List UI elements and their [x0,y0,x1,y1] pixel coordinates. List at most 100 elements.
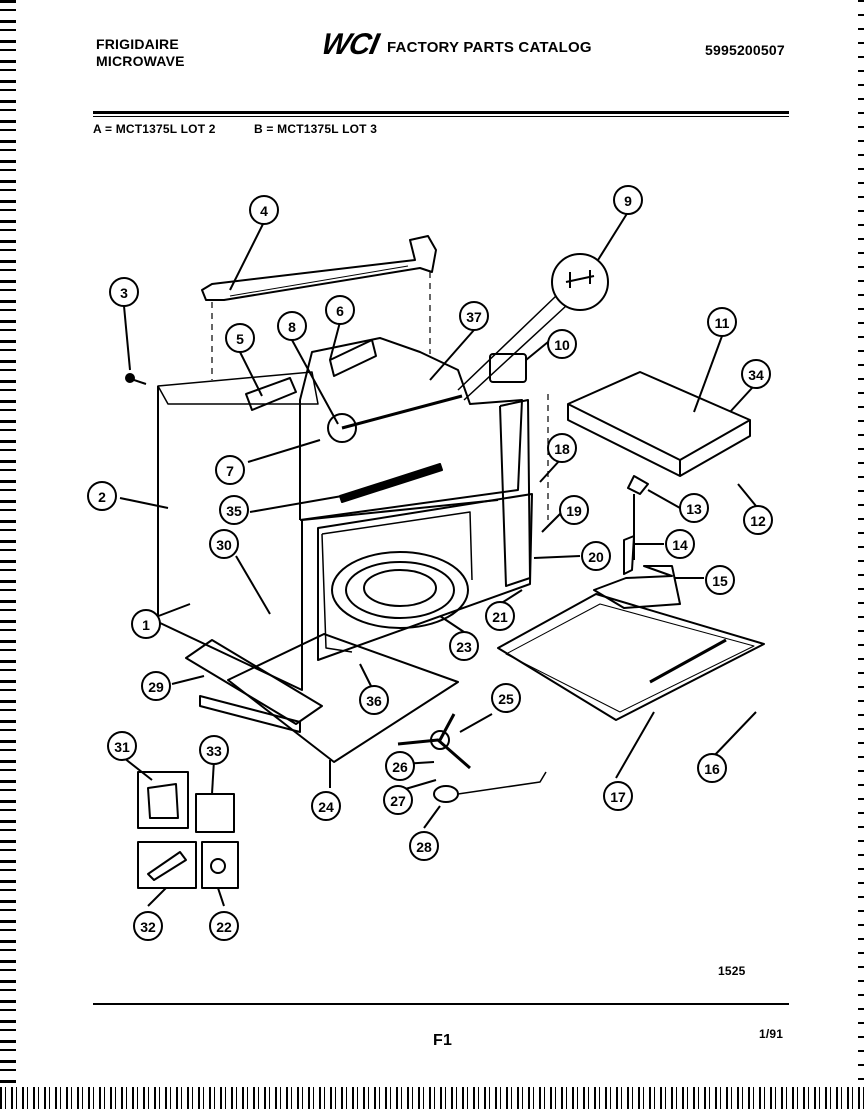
callout-circle [209,529,239,559]
callout-2: 2 [87,481,117,511]
callout-number: 19 [566,503,582,519]
callout-11: 11 [707,307,737,337]
callout-number: 1 [142,617,150,633]
callout-circle [491,683,521,713]
callout-number: 25 [498,691,514,707]
callout-19: 19 [559,495,589,525]
callout-circle [131,609,161,639]
callout-number: 24 [318,799,334,815]
callout-circle [249,195,279,225]
diagram-drawing [119,211,765,907]
callout-26: 26 [385,751,415,781]
callout-circle [697,753,727,783]
cavity-opening [317,493,533,661]
turntable-motor [433,785,459,803]
door-sensor-bar [339,463,443,503]
callout-number: 9 [624,193,632,209]
bottom-rail-part [185,639,323,725]
header-rule [93,111,789,114]
model-a-label: A = MCT1375L LOT 2 [93,122,216,136]
callout-circle [581,541,611,571]
print-date: 1/91 [759,1027,784,1041]
callout-circle [215,455,245,485]
callout-number: 31 [114,739,130,755]
top-bracket-part [201,235,437,301]
callout-circle [277,311,307,341]
callout-9: 9 [613,185,643,215]
callout-number: 23 [456,639,472,655]
callout-7: 7 [215,455,245,485]
part-box-31 [137,771,189,829]
product-type: MICROWAVE [96,53,185,69]
callout-35: 35 [219,495,249,525]
callout-number: 26 [392,759,408,775]
callout-number: 7 [226,463,234,479]
callout-number: 20 [588,549,604,565]
callout-circle [741,359,771,389]
callout-20: 20 [581,541,611,571]
callout-circle [459,301,489,331]
brand-block: FRIGIDAIRE MICROWAVE [96,36,185,70]
callout-number: 29 [148,679,164,695]
callout-6: 6 [325,295,355,325]
top-vent-part [329,339,377,377]
callout-16: 16 [697,753,727,783]
part-box-33 [195,793,235,833]
callout-circle [133,911,163,941]
page-id: F1 [433,1032,453,1049]
callout-12: 12 [743,505,773,535]
catalog-number: 5995200507 [705,42,785,58]
callout-23: 23 [449,631,479,661]
callout-number: 22 [216,919,232,935]
callout-number: 30 [216,537,232,553]
scan-edge-left [0,0,16,1109]
callout-1: 1 [131,609,161,639]
callout-15: 15 [705,565,735,595]
callout-circle [559,495,589,525]
callout-circle [547,433,577,463]
latch-part [627,475,649,560]
callout-number: 16 [704,761,720,777]
callout-number: 21 [492,609,508,625]
callout-circle [225,323,255,353]
callout-8: 8 [277,311,307,341]
callout-number: 37 [466,309,482,325]
callout-circle [603,781,633,811]
callout-25: 25 [491,683,521,713]
callout-3: 3 [109,277,139,307]
callout-33: 33 [199,735,229,765]
callout-number: 4 [260,203,268,219]
callout-number: 36 [366,693,382,709]
callout-29: 29 [141,671,171,701]
callout-number: 27 [390,793,406,809]
callout-27: 27 [383,785,413,815]
callout-number: 2 [98,489,106,505]
callout-circle [209,911,239,941]
part-box-32 [137,841,197,889]
door-sheet-part [593,565,681,609]
callout-number: 5 [236,331,244,347]
callout-34: 34 [741,359,771,389]
callout-14: 14 [665,529,695,559]
callout-32: 32 [133,911,163,941]
callout-circle [485,601,515,631]
callout-30: 30 [209,529,239,559]
callout-21: 21 [485,601,515,631]
callout-37: 37 [459,301,489,331]
callout-22: 22 [209,911,239,941]
cavity-frame [299,337,523,521]
callout-circle [707,307,737,337]
callout-circle [141,671,171,701]
control-panel-part [567,371,751,461]
callout-circle [385,751,415,781]
callout-number: 17 [610,789,626,805]
callout-number: 11 [715,315,730,331]
callout-17: 17 [603,781,633,811]
callout-number: 35 [226,503,242,519]
footer-rule [93,1003,789,1005]
thermostat-part [489,353,527,383]
brand-name: FRIGIDAIRE [96,36,179,52]
callout-circle [409,831,439,861]
